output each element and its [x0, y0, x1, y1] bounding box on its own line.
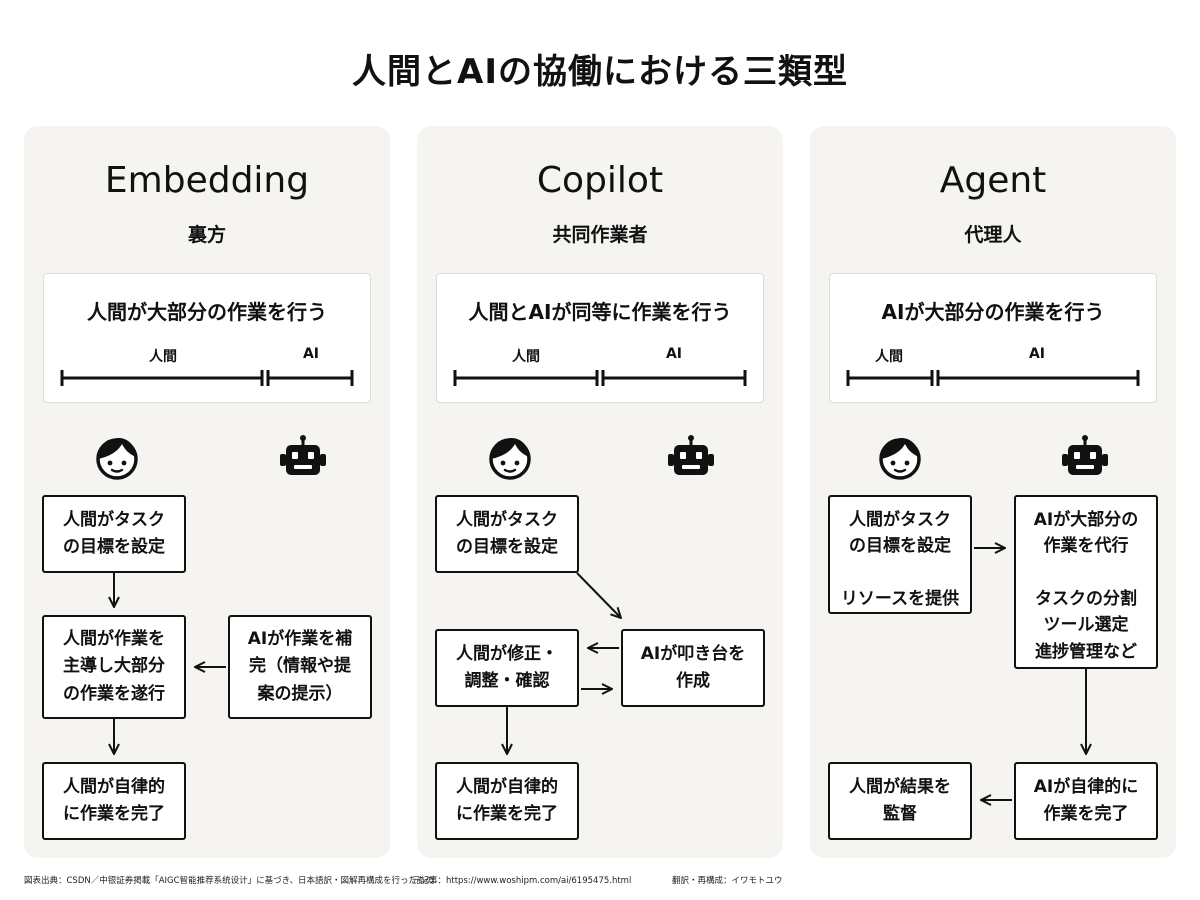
embedding-ratio-text: 人間が大部分の作業を行う: [87, 300, 327, 324]
agent-ratio-text: AIが大部分の作業を行う: [881, 300, 1105, 324]
embedding-lead-box: 人間が作業を 主導し大部分 の作業を遂行: [42, 615, 186, 719]
translation-credit: 翻訳・再構成：イワモトユウ: [672, 876, 783, 886]
copilot-heading: Copilot: [536, 160, 664, 201]
agent-delegate-box: AIが大部分の 作業を代行 タスクの分割 ツール選定 進捗管理など: [1014, 495, 1158, 669]
embedding-complete-box: 人間が自律的 に作業を完了: [42, 762, 186, 840]
embedding-person-face-icon: [96, 436, 138, 480]
copilot-goal-to-draft-arrow: [576, 572, 621, 618]
panel-copilot: [417, 126, 783, 858]
copilot-ai-label: AI: [665, 346, 683, 362]
agent-robot-face-icon: [1060, 433, 1110, 477]
embedding-heading: Embedding: [104, 160, 310, 201]
agent-complete-box: AIが自律的に 作業を完了: [1014, 762, 1158, 840]
copilot-revise-box: 人間が修正・ 調整・確認: [435, 629, 579, 707]
embedding-ai-label: AI: [302, 346, 320, 362]
source-citation: 図表出典：CSDN／中银証券掲載「AIGC智能推荐系统设计」に基づき、日本語訳・…: [24, 876, 434, 886]
embedding-ratio-card: 人間が大部分の作業を行う: [43, 273, 371, 403]
embedding-robot-face-icon: [278, 433, 328, 477]
copilot-draft-box: AIが叩き台を 作成: [621, 629, 765, 707]
copilot-goal-box: 人間がタスク の目標を設定: [435, 495, 579, 573]
copilot-human-label: 人間: [512, 349, 540, 365]
embedding-ratio-bar: [60, 370, 354, 386]
agent-goal-box: 人間がタスク の目標を設定 リソースを提供: [828, 495, 972, 614]
copilot-ratio-text: 人間とAIが同等に作業を行う: [468, 300, 732, 324]
copilot-complete-box: 人間が自律的 に作業を完了: [435, 762, 579, 840]
copilot-subheading: 共同作業者: [552, 224, 648, 246]
copilot-robot-face-icon: [666, 433, 716, 477]
copilot-ratio-bar: [453, 370, 747, 386]
agent-heading: Agent: [939, 160, 1047, 201]
page-title: 人間とAIの協働における三類型: [352, 52, 848, 92]
copilot-person-face-icon: [489, 436, 531, 480]
agent-supervise-box: 人間が結果を 監督: [828, 762, 972, 840]
embedding-assist-box: AIが作業を補 完（情報や提 案の提示）: [228, 615, 372, 719]
embedding-subheading: 裏方: [187, 224, 226, 246]
panel-agent: [810, 126, 1176, 858]
copilot-ratio-card: 人間とAIが同等に作業を行う: [436, 273, 764, 403]
agent-ai-label: AI: [1028, 346, 1046, 362]
agent-human-label: 人間: [875, 349, 903, 365]
panel-embedding: [24, 126, 390, 858]
embedding-human-label: 人間: [149, 349, 177, 365]
agent-ratio-card: AIが大部分の作業を行う: [829, 273, 1157, 403]
agent-ratio-bar: [846, 370, 1140, 386]
original-article-link: 元記事：https://www.woshipm.com/ai/6195475.h…: [412, 876, 632, 886]
embedding-goal-box: 人間がタスク の目標を設定: [42, 495, 186, 573]
agent-person-face-icon: [879, 436, 921, 480]
agent-subheading: 代理人: [964, 224, 1022, 246]
